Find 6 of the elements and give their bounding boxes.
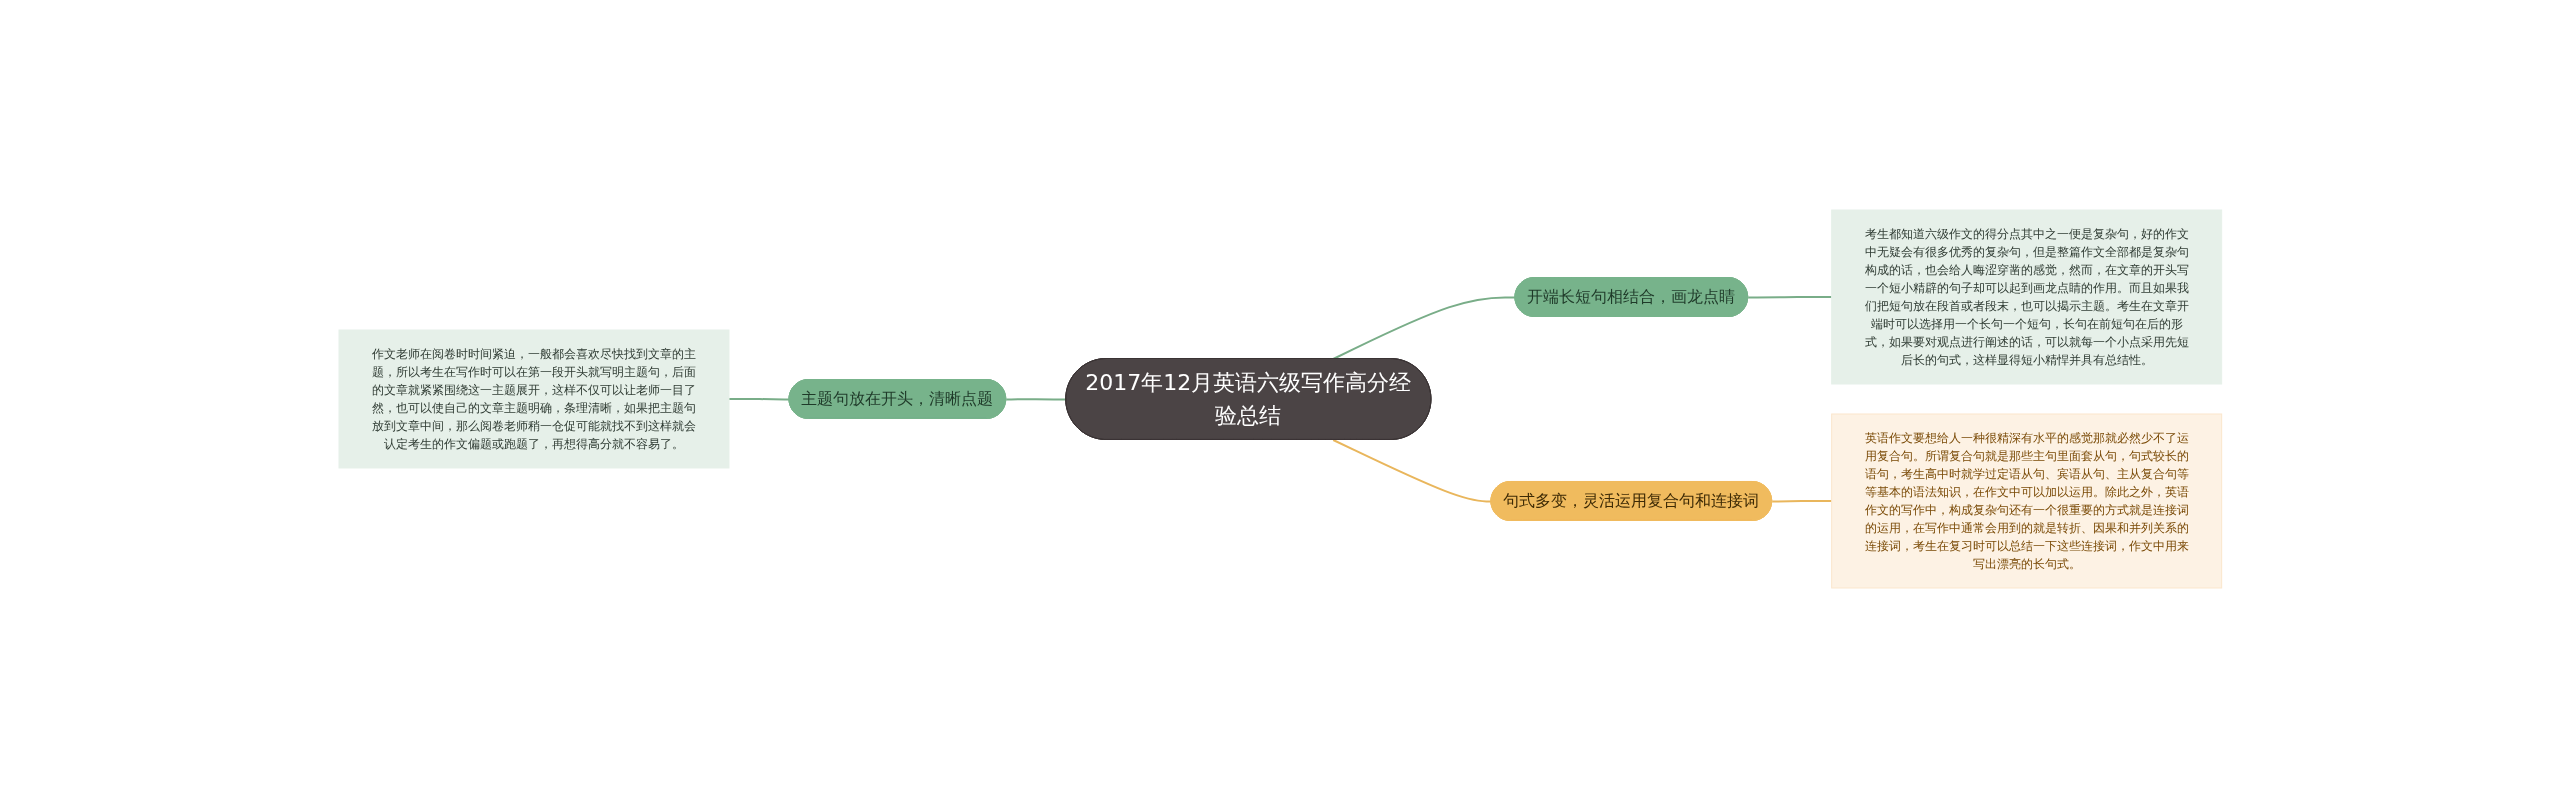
connector [1004, 398, 1067, 401]
connector [1770, 500, 1833, 503]
node-box: 作文老师在阅卷时时间紧迫，一般都会喜欢尽快找到文章的主题，所以考生在写作时可以在第一段开头就写明主题句，后面的文章就紧紧围绕这一主题展开，这样不仅可以让老师一目了然，也可以使自己的文章主题明确，条理清晰，如果把主题句放到文章中间，那么阅卷老师稍一仓促可能就找不到这样就会认定考生的作文偏题或跑题了，再想得高分就不容易了。 [338, 329, 730, 469]
connector [1746, 296, 1833, 299]
node-box: 考生都知道六级作文的得分点其中之一便是复杂句，好的作文中无疑会有很多优秀的复杂句，但是整篇作文全部都是复杂句构成的话，也会给人晦涩穿凿的感觉，然而，在文章的开头写一个短小精辟的句子却可以起到画龙点睛的作用。而且如果我们把短句放在段首或者段末，也可以揭示主题。考生在文章开端时可以选择用一个长句一个短句，长句在前短句在后的形式，如果要对观点进行阐述的话，可以就每一个小点采用先短后长的句式，这样显得短小精悍并具有总结性。 [1830, 209, 2222, 385]
node-box: 英语作文要想给人一种很精深有水平的感觉那就必然少不了运用复合句。所谓复合句就是那些主句里面套从句，句式较长的语句，考生高中时就学过定语从句、宾语从句、主从复合句等等基本的语法知识，在作文中可以加以运用。除此之外，英语作文的写作中，构成复杂句还有一个很重要的方式就是连接词的运用，在写作中通常会用到的就是转折、因果和并列关系的连接词，考生在复习时可以总结一下这些连接词，作文中用来写出漂亮的长句式。 [1830, 413, 2222, 589]
